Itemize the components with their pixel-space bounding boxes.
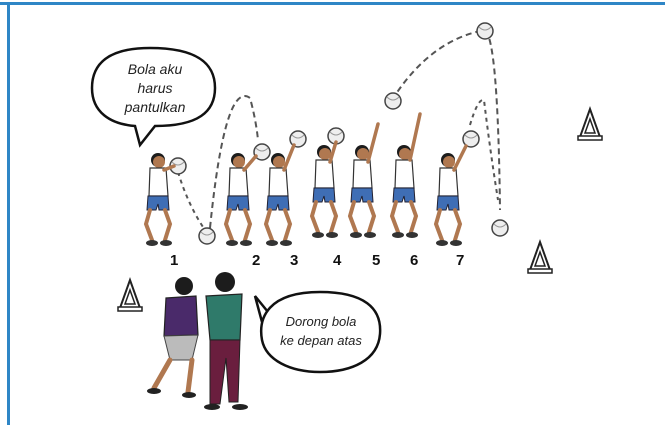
speech-bubble-top xyxy=(90,46,217,148)
player-6 xyxy=(390,143,420,240)
player-arms xyxy=(162,112,468,172)
step-label-3: 3 xyxy=(290,252,299,269)
bubble-bottom-line-2: ke depan atas xyxy=(280,333,362,348)
player-4 xyxy=(310,143,340,240)
cone-icon xyxy=(577,108,603,141)
coach-purple xyxy=(147,277,199,398)
player-7 xyxy=(434,151,464,248)
bubble-top-line-2: harus xyxy=(137,80,173,96)
step-label-4: 4 xyxy=(333,252,342,269)
frame-left-border xyxy=(7,2,10,425)
bubble-top-text: Bola aku harus pantulkan xyxy=(100,60,210,117)
step-label-5: 5 xyxy=(372,252,381,269)
trajectory-1 xyxy=(177,171,206,231)
trajectory-4 xyxy=(469,98,499,201)
player-5 xyxy=(348,143,378,240)
bubble-bottom-text: Dorong bola ke depan atas xyxy=(262,312,380,350)
step-label-2: 2 xyxy=(252,252,261,269)
bubble-top-line-1: Bola aku xyxy=(127,61,183,77)
ball-7 xyxy=(476,22,494,40)
bubble-top-line-3: pantulkan xyxy=(124,99,186,115)
trajectory-2 xyxy=(209,95,259,229)
step-label-7: 7 xyxy=(456,252,465,269)
ball-9 xyxy=(491,219,509,237)
cone-icon xyxy=(527,241,553,274)
player-3 xyxy=(264,151,294,248)
ball-2 xyxy=(198,227,216,245)
ball-6 xyxy=(384,92,402,110)
step-label-1: 1 xyxy=(170,252,179,269)
step-label-6: 6 xyxy=(410,252,419,269)
speech-bubble-bottom xyxy=(253,290,382,374)
bubble-bottom-line-1: Dorong bola xyxy=(285,314,357,329)
coach-teal xyxy=(204,272,248,410)
frame-top-border xyxy=(0,2,665,5)
cone-icon xyxy=(117,279,143,312)
trajectory-3 xyxy=(391,28,501,211)
